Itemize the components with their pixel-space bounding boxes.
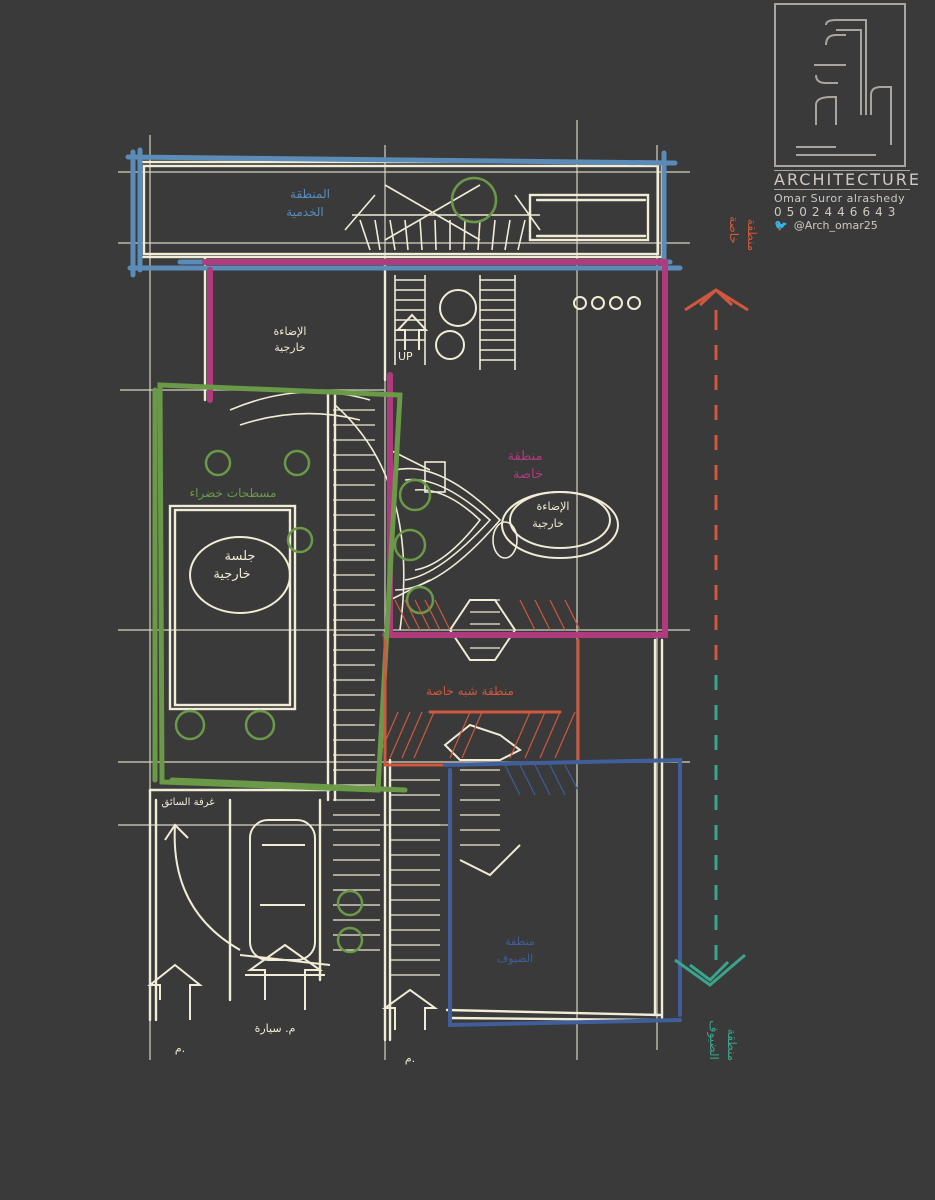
- green-area-label: مسطحات خضراء: [190, 486, 277, 501]
- entrance-zone-label: المنطقة: [290, 187, 330, 201]
- zone-guest-outline: [443, 757, 682, 1028]
- outdoor-lighting-mid-label-2: خارجية: [532, 517, 563, 530]
- twitter-bird-icon: 🐦: [774, 219, 788, 232]
- outdoor-lighting-mid-label: الإضاءة: [537, 500, 570, 513]
- sketch-walls: [138, 160, 664, 1042]
- twitter-handle[interactable]: @Arch_omar25: [793, 219, 878, 232]
- outdoor-lighting-top-label: الإضاءة: [274, 325, 307, 338]
- walkway-hatching: [333, 409, 500, 976]
- parked-car: [239, 819, 331, 976]
- zone-private-outline: [202, 259, 668, 638]
- plants-white: [435, 289, 641, 360]
- car-entry-label: م. سيارة: [255, 1022, 296, 1035]
- entry-left-label: م.: [175, 1042, 185, 1055]
- outdoor-lighting-top-label-2: خارجية: [274, 341, 305, 354]
- side-guests-label: منطقة: [725, 1029, 739, 1061]
- architect-phone: 0502446643: [774, 205, 901, 219]
- architect-name: Omar Suror alrashedy: [774, 192, 906, 205]
- outdoor-seating-label-2: خارجية: [213, 567, 250, 582]
- side-guests-label-2: الضيوف: [706, 1020, 721, 1060]
- plants: [174, 176, 498, 954]
- side-arrow-guests: [674, 675, 746, 987]
- seating-ovals: [189, 491, 619, 614]
- stairs-top: [344, 184, 541, 370]
- guest-zone-label-2: الضيوف: [497, 952, 533, 965]
- zone-labels: المنطقة الخدمية الإضاءة خارجية UP منطقة …: [162, 187, 759, 1065]
- private-zone-label-2: خاصة: [513, 467, 543, 482]
- side-private-label: منطقة: [745, 219, 759, 251]
- semi-private-label: منطقة شبه خاصة: [426, 684, 514, 698]
- red-hatching: [377, 599, 581, 759]
- architect-logo: [774, 3, 906, 167]
- side-arrow-private: [684, 287, 749, 660]
- social-handle-row: 🐦 @Arch_omar25: [774, 219, 910, 232]
- zone-green-outline: [152, 382, 408, 793]
- side-private-label-2: خاصة: [727, 216, 741, 244]
- blue-hatching: [504, 764, 579, 796]
- entrance-zone-label-2: الخدمية: [286, 205, 324, 219]
- architect-credits: ARCHITECTURE Omar Suror alrashedy 050244…: [774, 170, 921, 232]
- driver-room-label: غرفة السائق: [162, 797, 215, 808]
- outdoor-seating-label: جلسة: [225, 549, 256, 564]
- zone-semiprivate-outline: [383, 638, 580, 767]
- private-zone-label: منطقة: [507, 449, 542, 464]
- up-label: UP: [398, 350, 413, 363]
- guest-zone-label: منطقة: [505, 935, 535, 948]
- brand-label: ARCHITECTURE: [774, 170, 921, 190]
- entry-mid-label: م.: [405, 1052, 415, 1065]
- logo-mark-icon: [796, 19, 892, 156]
- entry-arrows: [147, 313, 522, 1030]
